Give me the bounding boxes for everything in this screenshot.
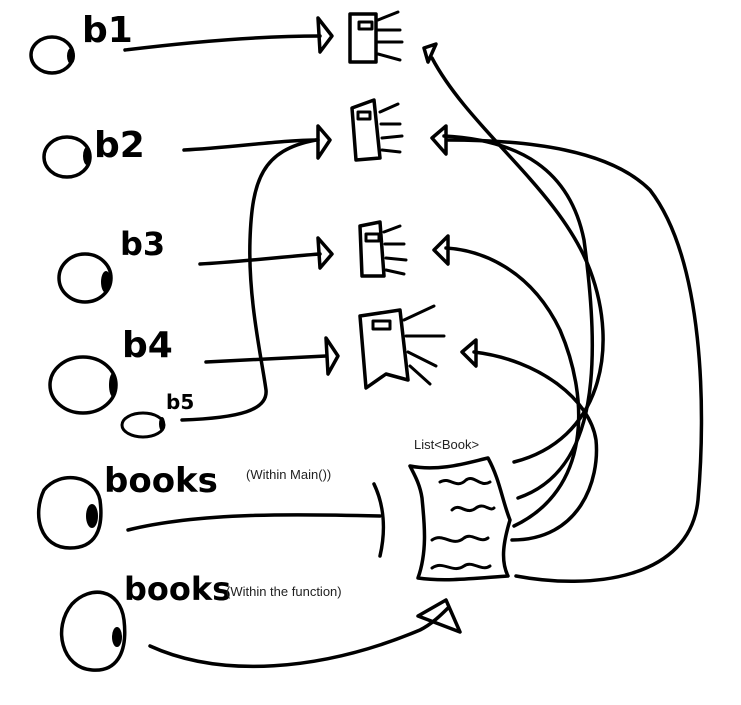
- arrow-b1-shaft: [123, 34, 322, 52]
- variable-b3-pupil: [101, 271, 111, 293]
- variable-b5-label: b5: [166, 390, 194, 414]
- arrow-b5-shaft: [180, 138, 318, 422]
- variable-b4-label: b4: [122, 325, 173, 366]
- arrow-b2-to-book2: [182, 124, 332, 160]
- book-object-3: [358, 220, 408, 278]
- arrow-list-book4-shaft: [472, 350, 599, 542]
- variable-b2-label: b2: [94, 125, 145, 166]
- variable-b3-circle: [57, 252, 113, 304]
- arrow-b2-head: [316, 124, 332, 160]
- variable-b3: b3: [57, 225, 165, 304]
- arrow-b4-shaft: [204, 354, 328, 364]
- variable-books-main-pupil: [86, 504, 98, 528]
- arrow-b1-head: [316, 16, 334, 54]
- variable-b4-pupil: [109, 373, 117, 397]
- variable-b4: b4: [48, 325, 173, 415]
- variable-b5: b5: [120, 390, 194, 439]
- arrow-books-main-head-bar: [372, 482, 386, 558]
- arrow-b2-shaft: [182, 138, 320, 152]
- book-object-2-body: [350, 98, 382, 162]
- arrow-list-to-book4: [460, 338, 599, 542]
- arrow-list-to-book1: [422, 42, 605, 464]
- arrow-b4-to-book4: [204, 336, 340, 376]
- list-book-object: [408, 456, 512, 582]
- list-book-label: List<Book>: [414, 437, 479, 452]
- arrow-books-function-to-list: [148, 598, 462, 669]
- list-book-scroll: [408, 456, 512, 582]
- book-object-4-body: [358, 308, 410, 390]
- book-object-1-fields: [376, 10, 404, 62]
- variable-b1-pupil: [67, 48, 75, 64]
- arrow-books-function-shaft: [148, 606, 450, 669]
- book-object-3-spine: [364, 232, 381, 243]
- variable-books-function-circle: [59, 590, 127, 672]
- arrow-b3-shaft: [198, 252, 322, 266]
- book-object-1: [348, 10, 404, 64]
- arrow-list-book2-outer-shaft: [446, 138, 704, 584]
- arrow-list-to-book2-outer: [446, 138, 704, 584]
- book-object-4-spine: [371, 319, 392, 331]
- book-object-1-body: [348, 12, 378, 64]
- variable-b1: b1: [29, 10, 133, 75]
- list-item-line-4: [430, 562, 492, 571]
- book-object-4-fields: [402, 304, 446, 386]
- within-function-note: (Within the function): [226, 584, 342, 599]
- arrow-books-main-shaft: [126, 512, 382, 532]
- arrow-list-book3-shaft: [444, 246, 581, 528]
- variable-books-main-circle: [36, 475, 103, 550]
- variable-books-function-label: books: [124, 570, 231, 608]
- list-item-line-3: [430, 534, 490, 543]
- arrow-b4-head: [324, 336, 340, 376]
- list-item-line-2: [450, 504, 496, 513]
- arrow-b5-to-book2: [180, 138, 318, 422]
- arrow-list-to-book2: [430, 124, 594, 500]
- variable-books-main-label: books: [104, 461, 218, 501]
- variable-b2: b2: [42, 125, 145, 179]
- within-main-note: (Within Main()): [246, 467, 331, 482]
- arrow-books-function-head: [416, 598, 462, 634]
- book-object-2-fields: [378, 102, 404, 154]
- arrow-list-book4-head: [460, 338, 478, 368]
- variable-b3-label: b3: [120, 225, 165, 263]
- arrow-list-book3-head: [432, 234, 450, 266]
- arrow-list-book2-shaft: [442, 134, 594, 500]
- arrow-list-book1-head: [422, 42, 438, 64]
- variable-books-main: books: [36, 461, 218, 550]
- book-object-2-spine: [356, 110, 372, 121]
- variable-b1-label: b1: [82, 10, 133, 51]
- arrow-list-book1-shaft: [430, 56, 605, 464]
- book-object-3-body: [358, 220, 386, 278]
- variable-books-function-pupil: [112, 627, 122, 647]
- book-object-1-spine: [357, 20, 374, 31]
- variable-b5-pupil: [159, 417, 165, 431]
- book-object-2: [350, 98, 404, 162]
- arrow-b3-head: [316, 236, 334, 270]
- variable-b5-circle: [120, 411, 166, 439]
- book-object-4: [358, 304, 446, 390]
- variable-b1-circle: [29, 35, 75, 75]
- arrow-list-book2-head: [430, 124, 448, 156]
- arrow-b1-to-book1: [123, 16, 334, 54]
- arrow-list-to-book3: [432, 234, 581, 528]
- arrow-b3-to-book3: [198, 236, 334, 270]
- arrow-books-main-to-list: [126, 482, 386, 558]
- variable-books-function: books: [59, 570, 231, 672]
- list-item-line-1: [438, 477, 492, 486]
- book-object-3-fields: [382, 224, 408, 276]
- variable-b2-pupil: [83, 147, 91, 165]
- variable-b4-circle: [48, 355, 118, 415]
